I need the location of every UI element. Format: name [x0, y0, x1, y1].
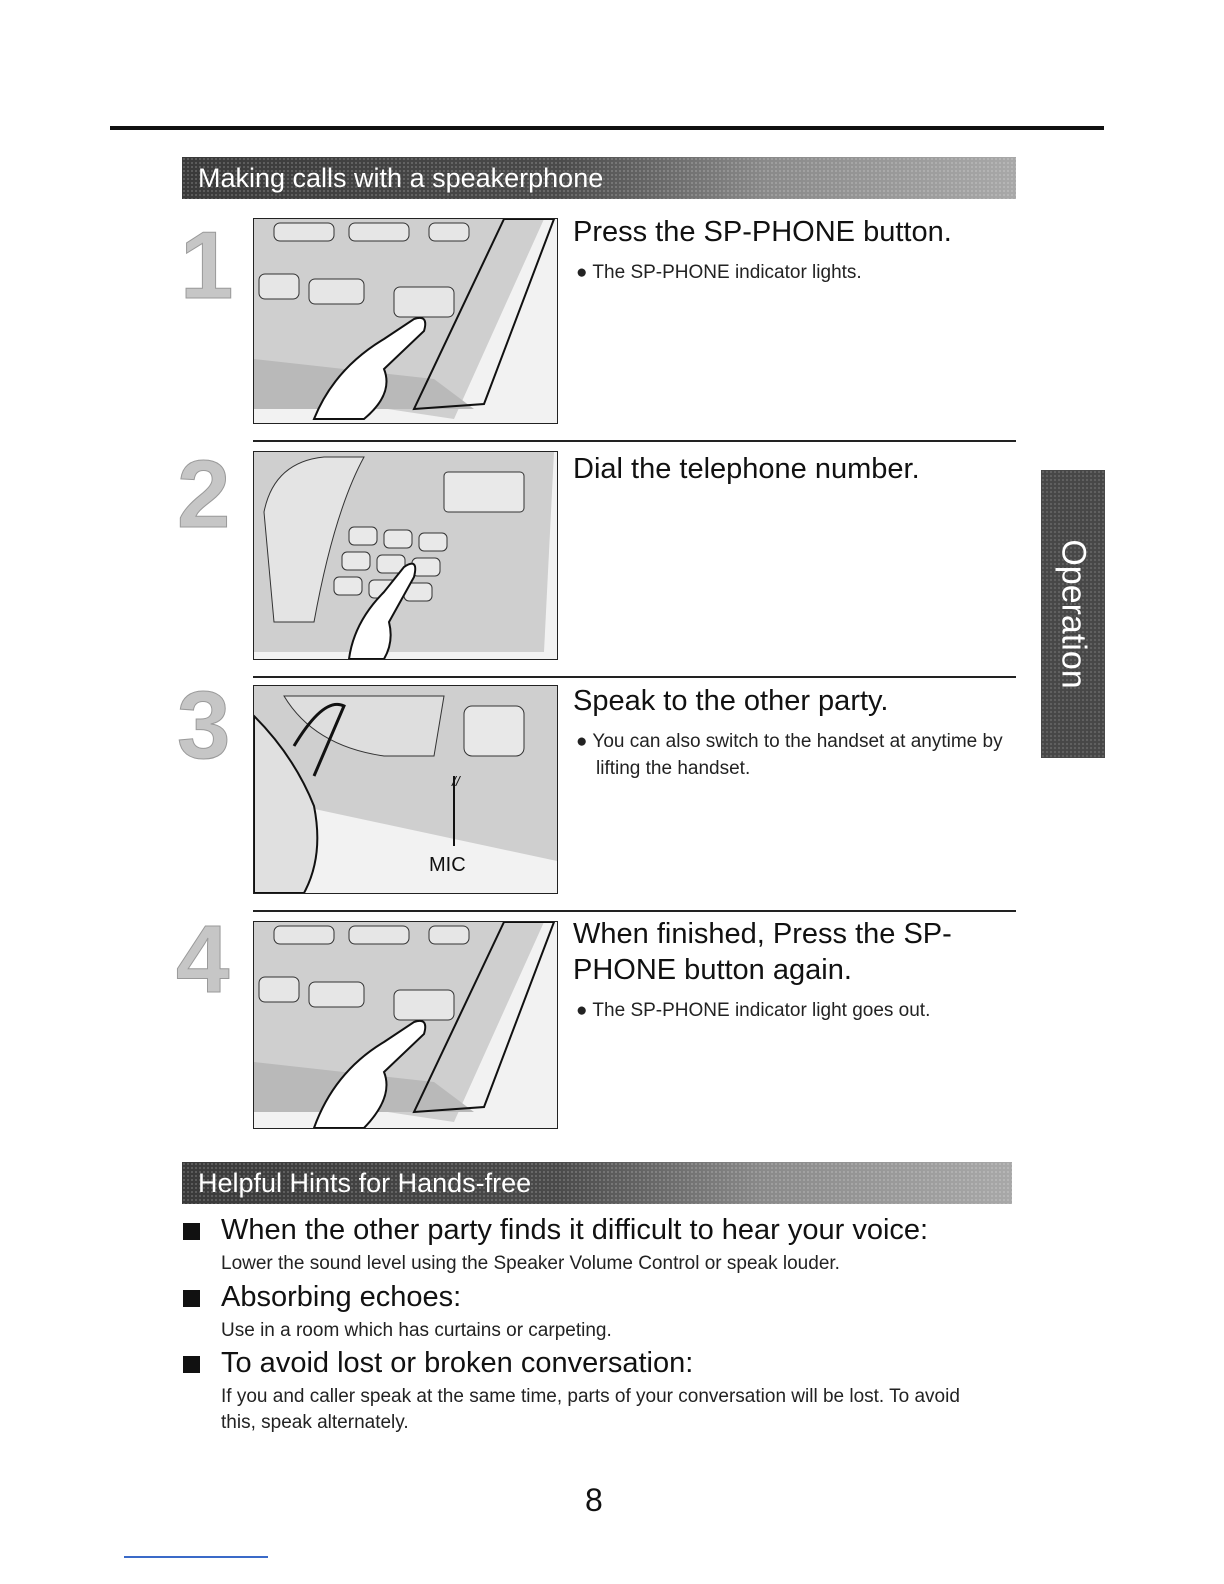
square-bullet-icon	[183, 1356, 200, 1373]
step-divider	[253, 440, 1016, 442]
step-illustration-keypad	[253, 451, 558, 660]
step-title: Press the SP-PHONE button.	[573, 216, 952, 248]
step-bullet: ● You can also switch to the handset at …	[576, 731, 1003, 779]
svg-text://: //	[451, 773, 462, 789]
step-bullet-text: The SP-PHONE indicator light goes out.	[592, 1000, 931, 1021]
step-title: When finished, Press the SP-PHONE button…	[573, 918, 952, 986]
side-tab-label: Operation	[1054, 539, 1093, 689]
step-number: 1	[179, 212, 234, 319]
hint-body: If you and caller speak at the same time…	[221, 1386, 960, 1433]
section-title: Making calls with a speakerphone	[198, 163, 604, 193]
section-banner-making-calls: Making calls with a speakerphone	[182, 157, 1016, 199]
step-illustration-sp-phone-button-again	[253, 921, 558, 1129]
step-title: Dial the telephone number.	[573, 453, 920, 485]
step-illustration-sp-phone-button	[253, 218, 558, 424]
hint-heading: To avoid lost or broken conversation:	[221, 1347, 694, 1379]
hint-heading: When the other party finds it difficult …	[221, 1214, 929, 1246]
step-illustration-mic: // MIC	[253, 685, 558, 894]
square-bullet-icon	[183, 1290, 200, 1307]
step-number: 2	[176, 441, 231, 548]
side-tab-operation: Operation	[1041, 470, 1105, 758]
top-rule	[110, 126, 1104, 130]
step-bullet-text: You can also switch to the handset at an…	[592, 731, 1003, 779]
section-banner-helpful-hints: Helpful Hints for Hands-free	[182, 1162, 1012, 1204]
step-number: 3	[176, 672, 231, 779]
hint-body: Use in a room which has curtains or carp…	[221, 1320, 612, 1341]
step-bullet-text: The SP-PHONE indicator lights.	[592, 262, 862, 283]
hint-body: Lower the sound level using the Speaker …	[221, 1253, 840, 1274]
square-bullet-icon	[183, 1223, 200, 1240]
mic-label: MIC	[429, 854, 466, 876]
section-title: Helpful Hints for Hands-free	[198, 1168, 532, 1198]
hint-heading: Absorbing echoes:	[221, 1281, 462, 1313]
bottom-rule	[124, 1556, 268, 1558]
page-number: 8	[585, 1482, 603, 1518]
step-title: Speak to the other party.	[573, 685, 889, 717]
step-divider	[253, 910, 1016, 912]
step-divider	[253, 676, 1016, 678]
step-number: 4	[175, 906, 230, 1013]
step-bullet: ● The SP-PHONE indicator light goes out.	[576, 1000, 931, 1021]
step-bullet: ● The SP-PHONE indicator lights.	[576, 262, 862, 283]
